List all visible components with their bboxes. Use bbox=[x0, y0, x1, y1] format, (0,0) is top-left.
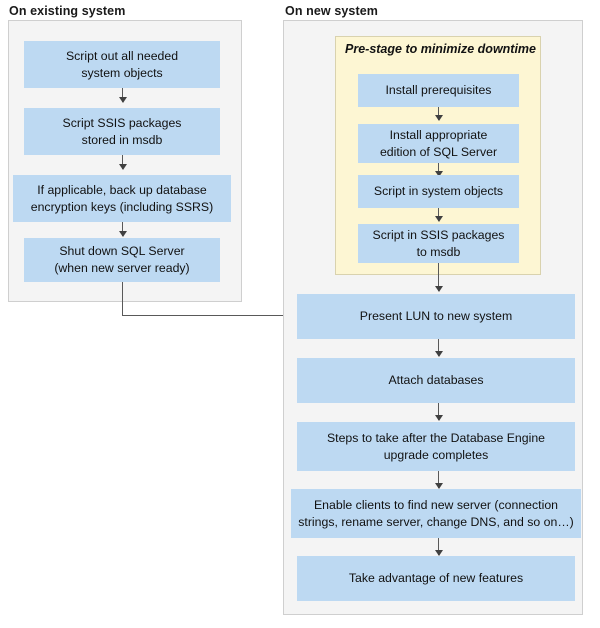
node-line-2: edition of SQL Server bbox=[379, 144, 498, 159]
node-line-1: Steps to take after the Database Engine bbox=[326, 430, 546, 445]
node-install-prerequisites: Install prerequisites bbox=[358, 74, 519, 107]
group-caption-existing-system: On existing system bbox=[9, 4, 126, 18]
node-install-sql-server-edition: Install appropriate edition of SQL Serve… bbox=[358, 124, 519, 163]
node-script-ssis-packages: Script SSIS packages stored in msdb bbox=[24, 108, 220, 155]
node-line-1: If applicable, back up database bbox=[37, 182, 207, 197]
node-script-in-system-objects: Script in system objects bbox=[358, 175, 519, 208]
node-line-1: Script in SSIS packages bbox=[372, 227, 505, 242]
arrow-down-icon bbox=[434, 538, 443, 556]
node-line-1: Take advantage of new features bbox=[348, 571, 524, 585]
node-line-2: to msdb bbox=[416, 244, 461, 259]
node-line-2: strings, rename server, change DNS, and … bbox=[298, 514, 574, 529]
arrow-down-icon bbox=[118, 222, 127, 237]
node-present-lun: Present LUN to new system bbox=[297, 294, 575, 339]
connector-cross-group-horizontal bbox=[122, 315, 288, 316]
node-line-2: stored in msdb bbox=[81, 132, 163, 147]
node-line-1: Present LUN to new system bbox=[359, 309, 513, 323]
node-post-upgrade-steps: Steps to take after the Database Engine … bbox=[297, 422, 575, 471]
arrow-down-icon bbox=[434, 403, 443, 421]
node-attach-databases: Attach databases bbox=[297, 358, 575, 403]
node-script-in-ssis-packages: Script in SSIS packages to msdb bbox=[358, 224, 519, 263]
node-line-1: Enable clients to find new server (conne… bbox=[313, 497, 558, 512]
node-line-2: encryption keys (including SSRS) bbox=[30, 199, 214, 214]
arrow-down-icon bbox=[118, 88, 127, 103]
node-script-out-system-objects: Script out all needed system objects bbox=[24, 41, 220, 88]
node-back-up-encryption-keys: If applicable, back up database encrypti… bbox=[13, 175, 231, 222]
group-caption-new-system: On new system bbox=[285, 4, 378, 18]
arrow-down-icon bbox=[434, 107, 443, 121]
connector-cross-group-vertical bbox=[122, 282, 123, 316]
node-line-1: Install appropriate bbox=[389, 127, 488, 142]
node-line-2: upgrade completes bbox=[383, 447, 489, 462]
node-line-1: Script in system objects bbox=[373, 184, 504, 198]
prestage-title: Pre-stage to minimize downtime bbox=[345, 42, 537, 56]
node-line-1: Attach databases bbox=[388, 373, 484, 387]
node-line-2: (when new server ready) bbox=[54, 261, 190, 275]
node-line-1: Script out all needed bbox=[65, 48, 179, 63]
node-line-2: system objects bbox=[81, 65, 163, 80]
arrow-down-icon bbox=[434, 163, 443, 177]
arrow-down-icon bbox=[434, 339, 443, 357]
node-line-1: Script SSIS packages bbox=[62, 115, 182, 130]
node-line-1: Install prerequisites bbox=[385, 83, 492, 97]
arrow-down-icon bbox=[434, 208, 443, 222]
arrow-down-icon bbox=[434, 263, 443, 292]
node-take-advantage-new-features: Take advantage of new features bbox=[297, 556, 575, 601]
node-line-1: Shut down SQL Server bbox=[59, 244, 185, 258]
arrow-down-icon bbox=[434, 471, 443, 489]
node-shut-down-sql-server: Shut down SQL Server (when new server re… bbox=[24, 238, 220, 282]
arrow-down-icon bbox=[118, 155, 127, 170]
node-enable-clients: Enable clients to find new server (conne… bbox=[291, 489, 581, 538]
